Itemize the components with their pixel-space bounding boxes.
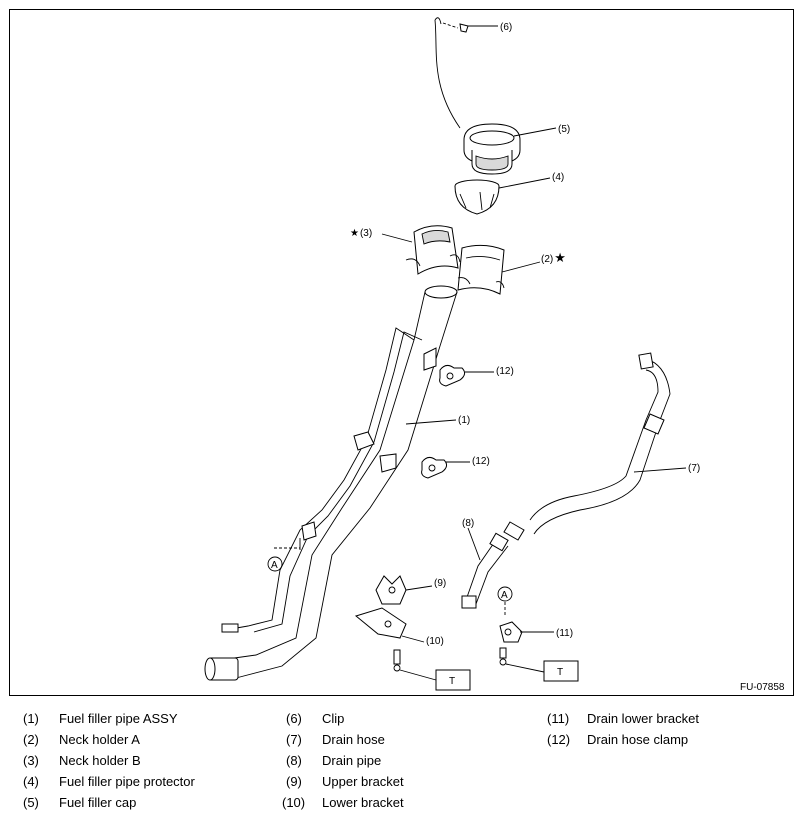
legend-item-11: (11) Drain lower bracket (547, 711, 699, 727)
neck-holder-b-part (381, 225, 461, 275)
legend-label: Neck holder B (59, 753, 141, 768)
legend-num: (7) (286, 732, 302, 747)
callout-2: (2)★ (541, 250, 566, 265)
callout-5: (5) (558, 124, 570, 135)
callout-12-lower: (12) (472, 456, 490, 467)
legend-num: (1) (23, 711, 39, 726)
bolt-part-left (393, 649, 437, 681)
fuel-filler-cap-part (463, 123, 557, 175)
torque-box-left-label: T (449, 676, 455, 687)
legend-item-12: (12) Drain hose clamp (547, 732, 688, 748)
parts-diagram: (6) (5) (4) ★(3) (9, 9, 794, 696)
legend-item-6: (6) Clip (286, 711, 344, 727)
callout-3: ★(3) (350, 228, 372, 239)
legend-label: Lower bracket (322, 795, 404, 810)
legend-label: Drain pipe (322, 753, 382, 768)
marker-a-left-label: A (271, 560, 278, 571)
legend-item-4: (4) Fuel filler pipe protector (23, 774, 195, 790)
legend-num: (3) (23, 753, 39, 768)
legend-label: Drain hose clamp (587, 732, 689, 747)
clip-part (434, 17, 498, 129)
callout-9: (9) (434, 578, 446, 589)
legend-num: (5) (23, 795, 39, 810)
callout-1: (1) (458, 415, 470, 426)
legend-num: (8) (286, 753, 302, 768)
figure-code: FU-07858 (740, 682, 785, 693)
legend-item-5: (5) Fuel filler cap (23, 795, 136, 811)
legend-label: Upper bracket (322, 774, 404, 789)
legend-label: Neck holder A (59, 732, 140, 747)
fuel-filler-pipe-protector-part (454, 177, 551, 215)
neck-holder-a-part (457, 244, 541, 295)
callout-4: (4) (552, 172, 564, 183)
lower-bracket-part (354, 607, 425, 643)
legend-label: Clip (322, 711, 345, 726)
drain-hose-clamp-part-lower (421, 456, 470, 479)
bolt-part-right (499, 647, 545, 673)
marker-a-right-label: A (501, 590, 508, 601)
legend-item-7: (7) Drain hose (286, 732, 385, 748)
drain-hose-clamp-part-upper (439, 364, 494, 387)
legend-label: Fuel filler pipe ASSY (59, 711, 178, 726)
diagram-drawing: (6) (5) (4) ★(3) (204, 17, 785, 693)
legend-label: Drain lower bracket (587, 711, 699, 726)
legend-item-8: (8) Drain pipe (286, 753, 381, 769)
legend-item-9: (9) Upper bracket (286, 774, 404, 790)
drain-lower-bracket-part (499, 621, 554, 643)
legend-num: (4) (23, 774, 39, 789)
torque-box-right-label: T (557, 667, 563, 678)
legend-item-1: (1) Fuel filler pipe ASSY (23, 711, 178, 727)
callout-12-upper: (12) (496, 366, 514, 377)
legend-num: (2) (23, 732, 39, 747)
reference-marker-a-left: A (267, 538, 301, 572)
callout-8: (8) (462, 518, 474, 529)
upper-bracket-part (375, 575, 433, 605)
reference-marker-a-right: A (497, 586, 513, 616)
drain-pipe-part (461, 527, 509, 609)
callout-11: (11) (556, 628, 573, 639)
callout-7: (7) (688, 463, 700, 474)
callout-10: (10) (426, 636, 444, 647)
legend-num: (11) (547, 711, 570, 726)
legend-item-10: (10) Lower bracket (282, 795, 404, 811)
legend-num: (10) (282, 795, 306, 810)
torque-box-right: T (543, 660, 579, 682)
legend-item-2: (2) Neck holder A (23, 732, 140, 748)
callout-6: (6) (500, 22, 512, 33)
torque-box-left: T (435, 669, 471, 691)
legend-label: Drain hose (322, 732, 385, 747)
legend-num: (12) (547, 732, 571, 747)
legend-num: (9) (286, 774, 302, 789)
drain-hose-part (503, 352, 687, 541)
fuel-filler-pipe-part (204, 285, 458, 681)
legend-num: (6) (286, 711, 302, 726)
legend-item-3: (3) Neck holder B (23, 753, 141, 769)
legend-label: Fuel filler pipe protector (59, 774, 195, 789)
legend-label: Fuel filler cap (59, 795, 137, 810)
parts-legend: (1) Fuel filler pipe ASSY (2) Neck holder … (0, 711, 804, 821)
